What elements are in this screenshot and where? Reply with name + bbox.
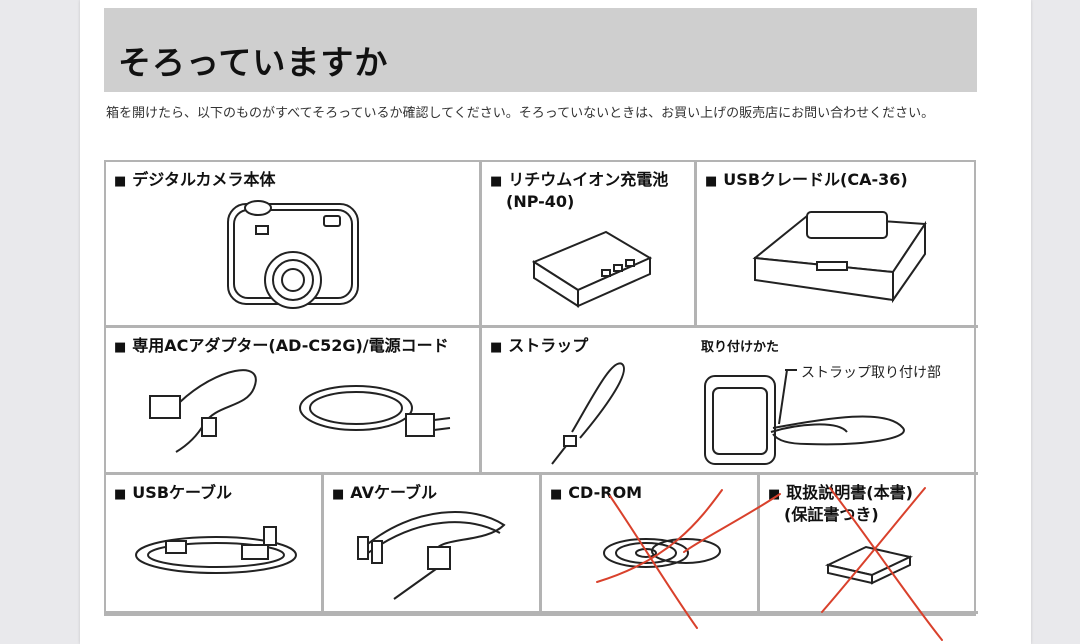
- strap-attach-title: 取り付けかた: [701, 340, 780, 355]
- strap-illustration: [551, 362, 625, 465]
- cell-usb-cable: ■USBケーブル: [106, 475, 324, 614]
- cell-camera: ■デジタルカメラ本体: [106, 162, 482, 328]
- strap-attach-illustration: [704, 369, 905, 465]
- cell-battery: ■リチウムイオン充電池(NP-40): [482, 162, 697, 328]
- page-title: そろっていますか: [118, 43, 389, 82]
- package-contents-grid: ■デジタルカメラ本体 ■リチウムイオン充電池(NP-40): [104, 160, 978, 616]
- cradle-label: USBクレードル(CA-36): [723, 170, 908, 189]
- title-bar: そろっていますか: [104, 8, 977, 92]
- cell-strap: ■ストラップ: [482, 328, 697, 475]
- intro-text: 箱を開けたら、以下のものがすべてそろっているか確認してください。そろっていないと…: [106, 106, 935, 121]
- cell-adapter: ■専用ACアダプター(AD-C52G)/電源コード: [106, 328, 482, 475]
- cell-strap-attach: 取り付けかた ストラップ取り付け部: [697, 328, 978, 475]
- cell-cdrom: ■CD-ROM: [542, 475, 760, 614]
- adapter-label: 専用ACアダプター(AD-C52G)/電源コード: [132, 336, 449, 355]
- camera-illustration: [227, 200, 359, 309]
- usb-cable-label: USBケーブル: [132, 483, 233, 502]
- usb-cable-illustration: [135, 526, 297, 574]
- strap-attach-callout: ストラップ取り付け部: [801, 365, 941, 381]
- battery-label: リチウムイオン充電池: [508, 170, 669, 189]
- cell-cradle: ■USBクレードル(CA-36): [697, 162, 978, 328]
- cdrom-illustration: [603, 538, 721, 568]
- cell-av-cable: ■AVケーブル: [324, 475, 542, 614]
- camera-label: デジタルカメラ本体: [132, 170, 276, 189]
- adapter-illustration: [149, 369, 451, 453]
- av-cable-label: AVケーブル: [350, 483, 438, 502]
- av-cable-illustration: [357, 511, 506, 600]
- battery-model: (NP-40): [506, 192, 575, 211]
- cell-manual: ■取扱説明書(本書)(保証書つき): [760, 475, 978, 614]
- manual-illustration: [824, 545, 914, 585]
- strap-label: ストラップ: [508, 336, 589, 355]
- cradle-illustration: [752, 211, 927, 304]
- document-page: そろっていますか 箱を開けたら、以下のものがすべてそろっているか確認してください…: [80, 0, 1031, 644]
- battery-illustration: [531, 230, 653, 308]
